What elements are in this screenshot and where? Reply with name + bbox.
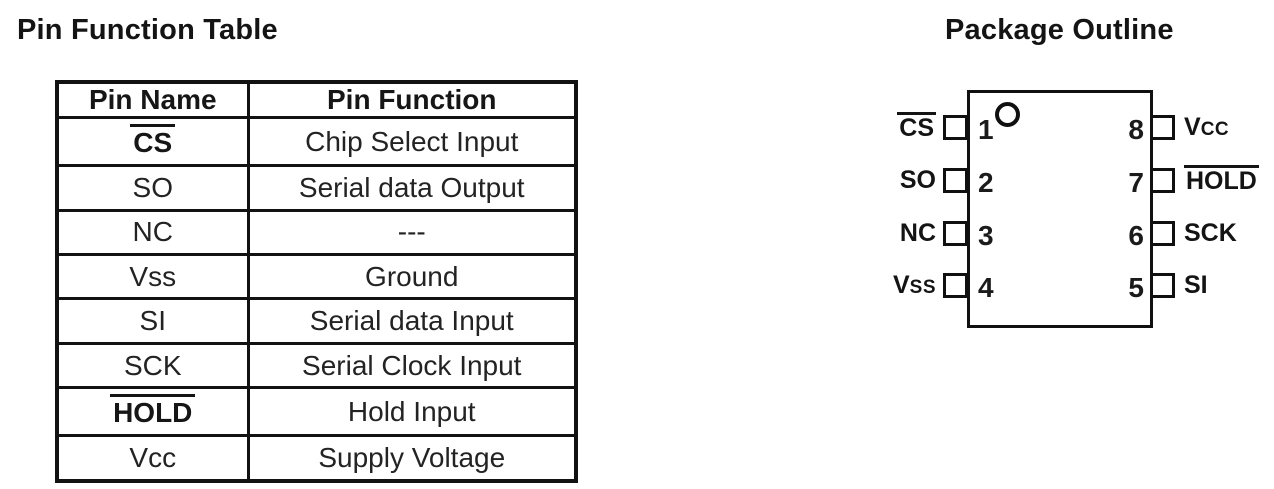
pin-pad-icon — [943, 273, 968, 298]
pin-number: 4 — [978, 272, 994, 303]
table-row: SI Serial data Input — [55, 297, 578, 345]
pin-pad-icon — [1150, 273, 1175, 298]
pin-function-cell: Serial data Output — [246, 164, 578, 212]
package-body — [967, 90, 1153, 328]
pin-pad-icon — [943, 168, 968, 193]
pin-name-cell: CS — [55, 115, 250, 168]
pin-pad-icon — [1150, 221, 1175, 246]
pin-name-cell: Vss — [55, 253, 250, 301]
pin-label: NC — [899, 219, 936, 247]
pin-pad-icon — [1150, 115, 1175, 140]
pin-function-table-title: Pin Function Table — [17, 14, 278, 46]
pin-function-table: Pin Name Pin Function CS Chip Select Inp… — [55, 80, 578, 483]
pin-label: SCK — [1184, 219, 1237, 247]
col-header-pin-name: Pin Name — [55, 80, 250, 119]
pin-name-cell: SI — [55, 297, 250, 345]
pin-name-cell: SCK — [55, 341, 250, 390]
pin-number: 2 — [978, 167, 994, 198]
package-outline-title: Package Outline — [945, 14, 1174, 46]
pin-function-cell: Ground — [246, 253, 578, 301]
pin-number: 3 — [978, 220, 994, 251]
pin-number: 5 — [1128, 272, 1144, 303]
table-row: CS Chip Select Input — [55, 115, 578, 168]
col-header-pin-function: Pin Function — [246, 80, 578, 119]
pin-label: VCC — [1184, 113, 1230, 141]
table-row: Vss Ground — [55, 253, 578, 301]
pin-label: HOLD — [1184, 165, 1259, 195]
table-row: NC --- — [55, 208, 578, 257]
pin-pad-icon — [943, 221, 968, 246]
pin-function-cell: --- — [246, 208, 578, 257]
pin-label: CS — [897, 112, 936, 142]
table-row: Vcc Supply Voltage — [55, 434, 578, 483]
pin-function-cell: Supply Voltage — [246, 434, 578, 483]
pin-label: SO — [899, 166, 936, 194]
pin-name-cell: NC — [55, 208, 250, 257]
pin-function-cell: Serial Clock Input — [246, 341, 578, 390]
pin-function-cell: Hold Input — [246, 386, 578, 438]
pin-pad-icon — [943, 115, 968, 140]
pin-name-cell: SO — [55, 164, 250, 212]
pin-label: VSS — [892, 271, 936, 299]
pin-name-cell: HOLD — [55, 386, 250, 438]
pin-number: 7 — [1128, 167, 1144, 198]
pin-pad-icon — [1150, 168, 1175, 193]
table-row: SO Serial data Output — [55, 164, 578, 212]
table-row: SCK Serial Clock Input — [55, 341, 578, 390]
pin-number: 8 — [1128, 114, 1144, 145]
table-header-row: Pin Name Pin Function — [55, 80, 578, 119]
pin-label: SI — [1184, 271, 1208, 299]
pin-number: 6 — [1128, 220, 1144, 251]
pin-name-cell: Vcc — [55, 434, 250, 483]
pin-number: 1 — [978, 114, 994, 145]
pin-function-cell: Chip Select Input — [246, 115, 578, 168]
pin1-indicator-dot-icon — [995, 102, 1020, 127]
pin-function-cell: Serial data Input — [246, 297, 578, 345]
table-row: HOLD Hold Input — [55, 386, 578, 438]
